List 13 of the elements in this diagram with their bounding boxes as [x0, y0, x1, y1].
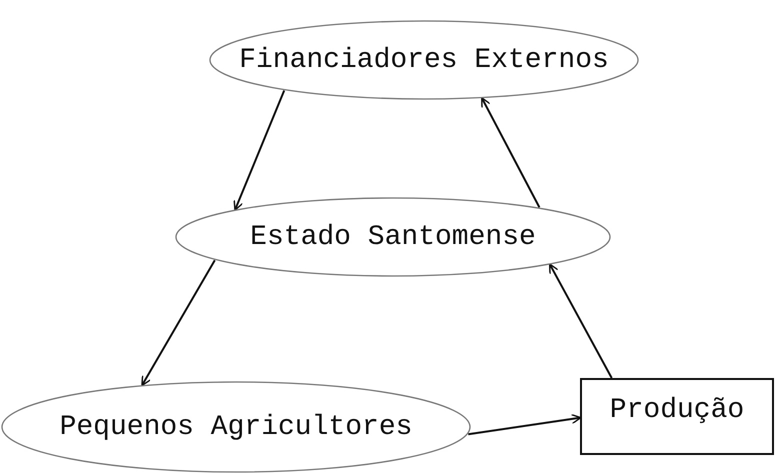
node-label: Pequenos Agricultores: [60, 412, 412, 442]
arrow: [481, 97, 540, 208]
ellipse-node: [1, 381, 471, 473]
node-label: Financiadores Externos: [239, 44, 609, 76]
arrow: [141, 260, 216, 386]
node-label: Estado Santomense: [250, 222, 536, 252]
ellipse-node: [209, 20, 639, 100]
arrow: [548, 263, 613, 378]
ellipse-node: [175, 197, 611, 277]
process-box: [580, 378, 774, 455]
node-label: Produção: [610, 395, 744, 426]
arrow: [468, 414, 582, 436]
arrow: [234, 90, 286, 211]
